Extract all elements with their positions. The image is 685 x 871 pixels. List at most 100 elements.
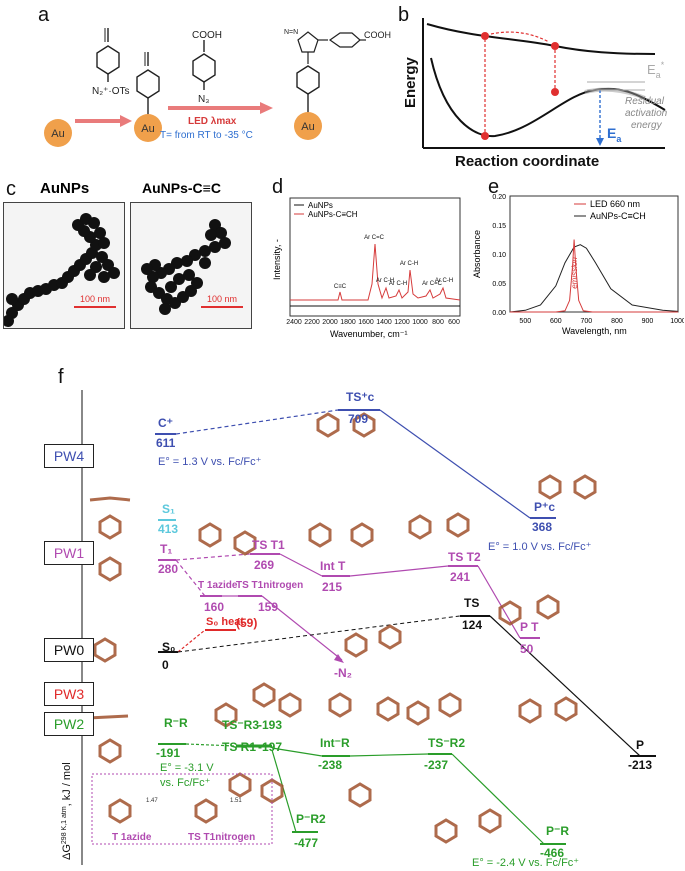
potential-pc: E° = 1.0 V vs. Fc/Fc⁺ xyxy=(488,541,592,553)
level-value-tsr1: -197 xyxy=(258,740,283,754)
level-name-tst1: TS T1 xyxy=(252,538,285,552)
svg-text:N₃: N₃ xyxy=(198,94,209,105)
level-value-ts: 124 xyxy=(462,618,483,632)
pathway-box-pw3: PW3 xyxy=(44,682,94,706)
excited-state-curve xyxy=(426,23,656,55)
level-value-intr: -238 xyxy=(318,758,343,772)
path-pw4-dashed xyxy=(175,409,339,435)
svg-text:800: 800 xyxy=(432,319,444,326)
level-name-p: P xyxy=(636,738,645,752)
scale-bar-label-1: 100 nm xyxy=(80,294,110,304)
panel-label-e: e xyxy=(488,176,500,198)
legend-led: LED 660 nm xyxy=(590,199,640,209)
level-value-p: -213 xyxy=(628,758,653,772)
path-pw4-solid xyxy=(379,409,531,519)
svg-text:2200: 2200 xyxy=(304,319,320,326)
panel-label-b: b xyxy=(398,4,410,26)
panel-label-d: d xyxy=(272,176,284,198)
svg-text:1.47: 1.47 xyxy=(146,798,158,804)
x-tick-label: 1000 xyxy=(670,318,684,325)
level-name-t1azide: T 1azide xyxy=(198,580,238,591)
level-value-pc: 368 xyxy=(532,520,553,534)
level-value-s1: 413 xyxy=(158,522,179,536)
x-tick-label: 700 xyxy=(581,318,593,325)
svg-text:energy: energy xyxy=(631,120,663,131)
dg-axis-label: ΔG298 K,1 atm, kJ / mol xyxy=(61,762,73,860)
inset-box xyxy=(91,773,273,845)
potential-pw4: E° = 1.3 V vs. Fc/Fc⁺ xyxy=(158,456,262,468)
arrow-head-2 xyxy=(260,102,273,114)
level-value-tsr3: -193 xyxy=(258,718,283,732)
level-value-ts1nitrogen: 159 xyxy=(258,600,279,614)
pathway-box-pw4: PW4 xyxy=(44,444,94,468)
y-tick-label: 0.05 xyxy=(492,281,506,288)
temperature-condition: T= from RT to -35 °C xyxy=(160,130,253,141)
level-name-tsc: TS⁺c xyxy=(346,390,375,404)
level-value-pr2: -477 xyxy=(294,836,319,850)
pathway-box-pw2: PW2 xyxy=(44,712,94,736)
svg-text:2400: 2400 xyxy=(286,319,302,326)
path-pw0-dashed xyxy=(177,615,461,653)
level-name-pc: P⁺c xyxy=(534,500,556,514)
arrow-head-1 xyxy=(120,115,132,127)
svg-text:Ar C-H: Ar C-H xyxy=(389,281,407,287)
level-name-pt: P T xyxy=(520,620,539,634)
level-value-s0heat: (59) xyxy=(236,616,258,630)
level-name-pr: P⁻R xyxy=(546,824,570,838)
x-tick-label: 600 xyxy=(550,318,562,325)
series-line-led xyxy=(510,239,678,313)
level-value-tst2: 241 xyxy=(450,570,471,584)
energy-profile-f: ΔG298 K,1 atm, kJ / mol xyxy=(61,390,656,865)
relaxed-point xyxy=(551,42,559,50)
svg-text:1600: 1600 xyxy=(358,319,374,326)
level-value-tst1: 269 xyxy=(254,558,275,572)
svg-text:1.51: 1.51 xyxy=(230,798,242,804)
level-name-rr: R⁻R xyxy=(164,716,188,730)
alkyne-spectrum xyxy=(290,243,461,301)
svg-text:COOH: COOH xyxy=(192,30,222,41)
reaction-scheme-a: Au N₂⁺·OTs Au COOH N₃ LED λmax T= from R… xyxy=(44,28,391,147)
ea-star-label: Ea* xyxy=(647,60,665,80)
ground-minimum-point xyxy=(481,132,489,140)
inset-label-2: TS T1nitrogen xyxy=(188,832,255,843)
scale-bar-label-2: 100 nm xyxy=(207,294,237,304)
wavenumber-axis-label: Wavenumber, cm⁻¹ xyxy=(330,329,407,339)
level-name-tsr1: TS R1 xyxy=(222,740,257,754)
raman-spectrum-d: AuNPs AuNPs-C≡CH Intensity, - Wavenumber… xyxy=(272,197,461,339)
svg-text:600: 600 xyxy=(448,319,460,326)
y-tick-label: 0.00 xyxy=(492,310,506,317)
svg-text:activation: activation xyxy=(625,108,668,119)
level-value-t1azide: 160 xyxy=(204,600,225,614)
decay-point xyxy=(551,88,559,96)
svg-text:1000: 1000 xyxy=(412,319,428,326)
level-name-intt: Int T xyxy=(320,559,346,573)
y-tick-label: 0.15 xyxy=(492,223,506,230)
led-condition: LED λmax xyxy=(188,116,237,127)
svg-text:C≡C: C≡C xyxy=(334,284,347,290)
level-name-s1: S₁ xyxy=(162,502,175,516)
svg-text:Residual: Residual xyxy=(625,96,665,107)
au-particle xyxy=(44,119,72,147)
energy-diagram-b: Energy Reaction coordinate Ea* Ea Residu… xyxy=(402,18,668,170)
micrograph-title-1: AuNPs xyxy=(40,180,90,197)
svg-text:1200: 1200 xyxy=(394,319,410,326)
inset-label-1: T 1azide xyxy=(112,832,152,843)
svg-text:AuNPs-C≡CH: AuNPs-C≡CH xyxy=(308,210,358,219)
level-name-ts1nitrogen: TS T1nitrogen xyxy=(236,580,304,591)
svg-text:COOH: COOH xyxy=(364,30,391,40)
coordinate-axis-label: Reaction coordinate xyxy=(455,153,599,170)
legend-aunps: AuNPs-C≡CH xyxy=(590,211,646,221)
level-name-pr2: P⁻R2 xyxy=(296,812,326,826)
absorbance-axis-label: Absorbance xyxy=(472,230,482,278)
svg-text:Au: Au xyxy=(141,123,154,135)
benzene-ring xyxy=(96,45,120,75)
molecule-sketches xyxy=(87,412,597,844)
level-value-tsc: 709 xyxy=(348,412,369,426)
svg-text:AuNPs: AuNPs xyxy=(308,201,333,210)
svg-text:N=N: N=N xyxy=(284,29,298,36)
x-tick-label: 900 xyxy=(642,318,654,325)
svg-text:1400: 1400 xyxy=(376,319,392,326)
au-label: Au xyxy=(51,128,64,140)
level-value-cplus: 611 xyxy=(156,436,176,450)
level-name-s0: S₀ xyxy=(162,640,176,654)
